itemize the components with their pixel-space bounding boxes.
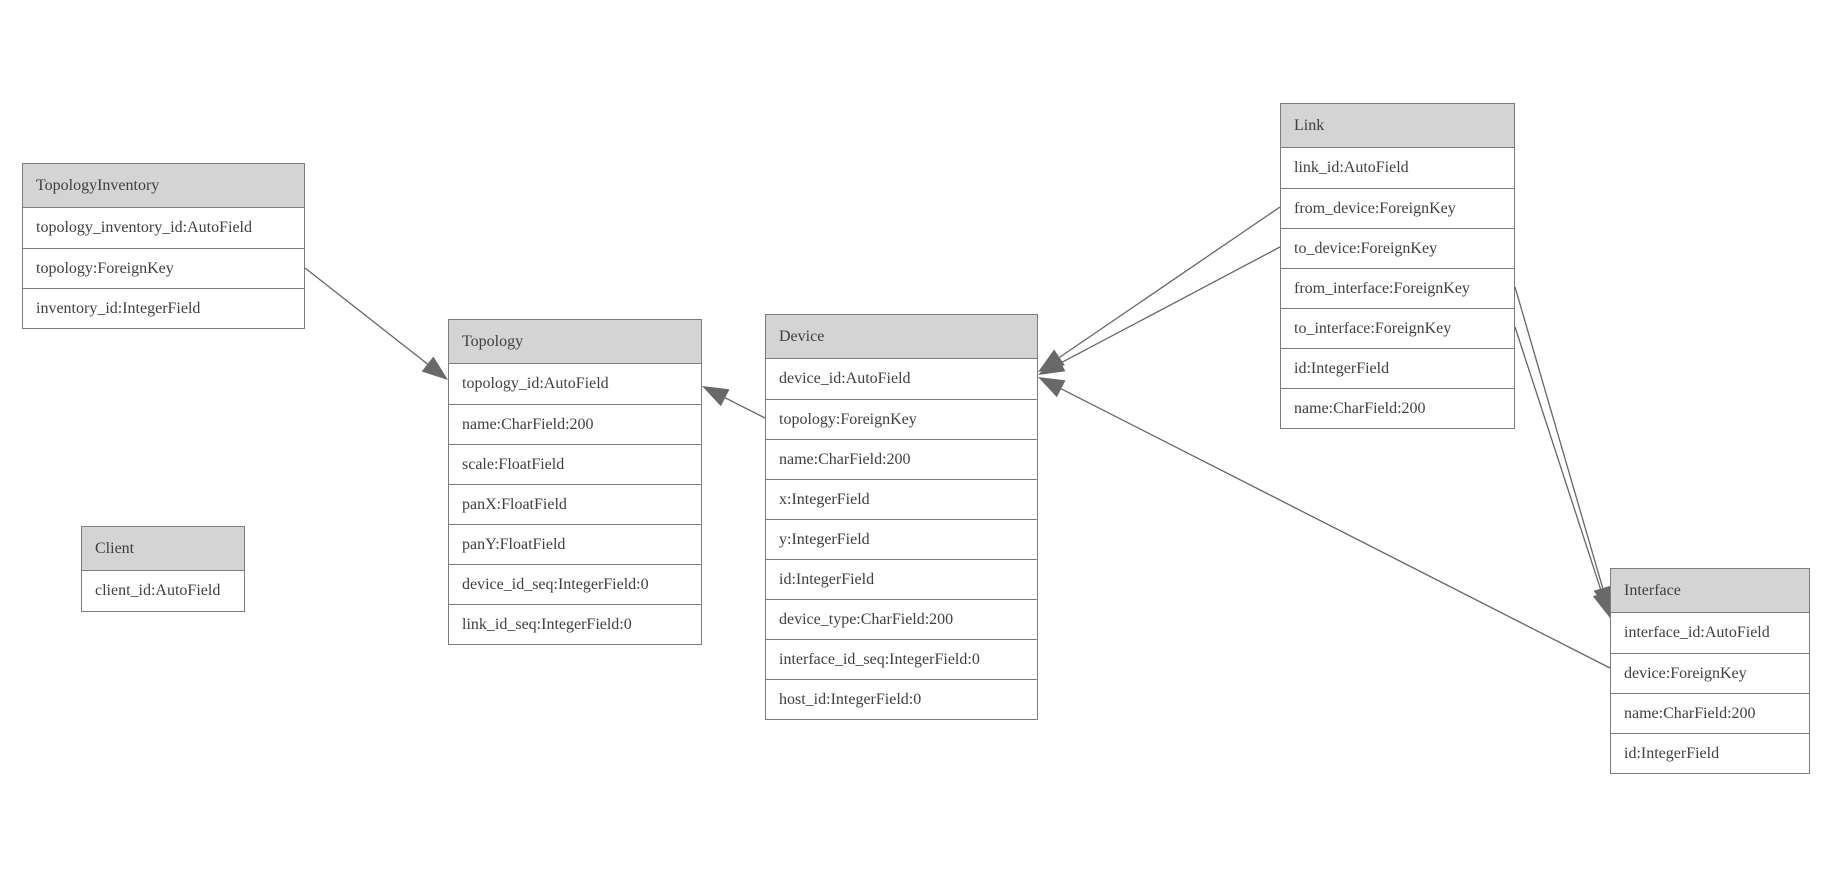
entity-field-row: link_id_seq:IntegerField:0 <box>449 604 701 644</box>
relation-line-link-to_device-to-device <box>1060 246 1281 364</box>
entity-field-row: device_id_seq:IntegerField:0 <box>449 564 701 604</box>
entity-field-row: id:IntegerField <box>1281 348 1514 388</box>
relation-arrowhead-link-to_interface-to-interface <box>1592 590 1611 618</box>
entity-title: Device <box>766 315 1037 359</box>
entity-field-row: to_device:ForeignKey <box>1281 228 1514 268</box>
entity-field-row: interface_id:AutoField <box>1611 613 1809 653</box>
relation-line-link-to_interface-to-interface <box>1514 326 1603 594</box>
entity-field-row: id:IntegerField <box>766 559 1037 599</box>
entity-field-row: from_device:ForeignKey <box>1281 188 1514 228</box>
entity-field-row: y:IntegerField <box>766 519 1037 559</box>
entity-field-row: topology_inventory_id:AutoField <box>23 208 304 248</box>
entity-field-row: topology_id:AutoField <box>449 364 701 404</box>
entity-field-row: to_interface:ForeignKey <box>1281 308 1514 348</box>
entity-field-row: id:IntegerField <box>1611 733 1809 773</box>
entity-title: Interface <box>1611 569 1809 613</box>
entity-field-row: topology:ForeignKey <box>766 399 1037 439</box>
relation-line-interface-device-to-device <box>1060 388 1611 669</box>
entity-title: Link <box>1281 104 1514 148</box>
entity-field-row: host_id:IntegerField:0 <box>766 679 1037 719</box>
entity-field-row: device:ForeignKey <box>1611 653 1809 693</box>
relation-arrowhead-link-to_device-to-device <box>1038 354 1066 375</box>
entity-title: Client <box>82 527 244 571</box>
entity-field-row: client_id:AutoField <box>82 571 244 611</box>
relation-line-link-from_interface-to-interface <box>1514 286 1604 589</box>
entity-field-row: inventory_id:IntegerField <box>23 288 304 328</box>
entity-field-row: name:CharField:200 <box>449 404 701 444</box>
relation-line-topologyinventory-topology-to-topology <box>304 267 428 365</box>
relation-line-device-topology-to-topology <box>724 397 766 419</box>
entity-field-row: topology:ForeignKey <box>23 248 304 288</box>
relation-arrowhead-topologyinventory-topology-to-topology <box>421 356 448 380</box>
entity-field-row: name:CharField:200 <box>766 439 1037 479</box>
entity-field-row: panX:FloatField <box>449 484 701 524</box>
relation-arrowhead-interface-device-to-device <box>1038 377 1066 398</box>
relation-arrowhead-device-topology-to-topology <box>702 386 730 407</box>
entity-field-row: device_type:CharField:200 <box>766 599 1037 639</box>
entity-field-row: from_interface:ForeignKey <box>1281 268 1514 308</box>
entity-title: Topology <box>449 320 701 364</box>
entity-field-row: scale:FloatField <box>449 444 701 484</box>
entity-field-row: panY:FloatField <box>449 524 701 564</box>
entity-field-row: device_id:AutoField <box>766 359 1037 399</box>
entity-field-row: name:CharField:200 <box>1611 693 1809 733</box>
relation-line-link-from_device-to-device <box>1059 206 1281 358</box>
entity-field-row: link_id:AutoField <box>1281 148 1514 188</box>
entity-title: TopologyInventory <box>23 164 304 208</box>
entity-field-row: interface_id_seq:IntegerField:0 <box>766 639 1037 679</box>
entity-field-row: name:CharField:200 <box>1281 388 1514 428</box>
entity-field-row: x:IntegerField <box>766 479 1037 519</box>
